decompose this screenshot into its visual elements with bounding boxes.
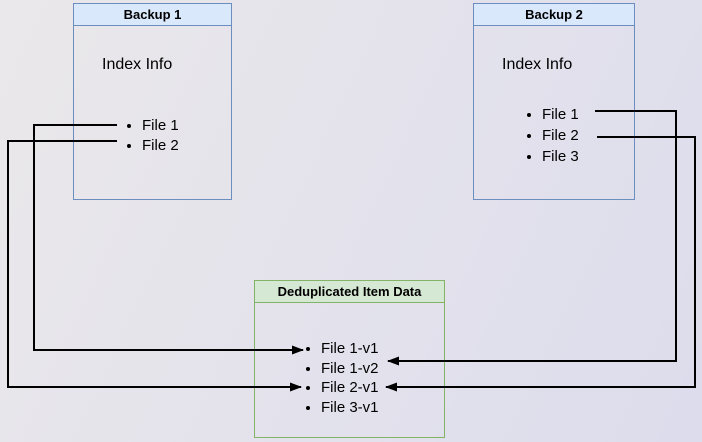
backup2-box: Backup 2 Index Info File 1 File 2 File 3 [473,3,635,200]
backup2-title: Backup 2 [474,4,634,26]
backup1-box: Backup 1 Index Info File 1 File 2 [73,3,232,200]
backup1-title: Backup 1 [74,4,231,26]
backup1-index-info-label: Index Info [102,56,173,73]
list-item: File 1 [542,104,579,125]
dedup-file-list: File 1-v1 File 1-v2 File 2-v1 File 3-v1 [255,339,379,417]
list-item: File 1-v2 [321,359,379,379]
backup2-index-info-label: Index Info [502,56,573,73]
list-item: File 3 [542,146,579,167]
list-item: File 1 [142,116,179,136]
list-item: File 2 [542,125,579,146]
list-item: File 2 [142,136,179,156]
deduplicated-item-data-box: Deduplicated Item Data File 1-v1 File 1-… [254,280,445,438]
backup1-file-list: File 1 File 2 [74,116,179,156]
list-item: File 1-v1 [321,339,379,359]
list-item: File 2-v1 [321,378,379,398]
dedup-title: Deduplicated Item Data [255,281,444,303]
backup2-file-list: File 1 File 2 File 3 [474,104,579,167]
list-item: File 3-v1 [321,398,379,418]
